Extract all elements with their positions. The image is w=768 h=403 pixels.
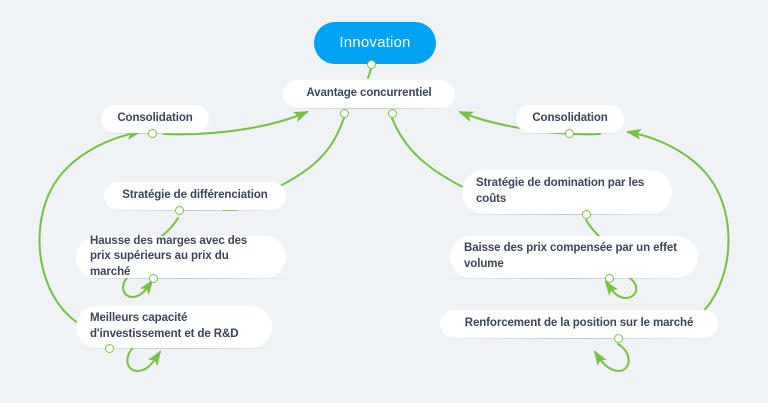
node-baisse-prix-label: Baisse des prix compensée par un effet v… — [464, 242, 677, 270]
edge-meilleurs-consolidation-left — [38, 128, 143, 335]
node-baisse-prix[interactable]: Baisse des prix compensée par un effet v… — [450, 236, 698, 278]
port-avantage-left[interactable] — [340, 109, 349, 118]
node-avantage-concurrentiel[interactable]: Avantage concurrentiel — [283, 80, 455, 108]
port-strategie-differenciation[interactable] — [175, 206, 184, 215]
port-renforcement-position[interactable] — [614, 334, 623, 343]
edge-renforcement-selfloop — [593, 342, 630, 373]
node-hausse-marges-shadow — [76, 278, 292, 279]
node-baisse-prix-shadow — [444, 278, 698, 279]
port-baisse-prix[interactable] — [605, 274, 614, 283]
node-meilleurs-capacite-label: Meilleurs capacité d'investissement et d… — [90, 312, 239, 340]
edge-renforcement-consolidation-right — [625, 128, 730, 335]
node-innovation[interactable]: Innovation — [314, 22, 436, 64]
port-consolidation-right[interactable] — [565, 129, 574, 138]
node-innovation-label: Innovation — [339, 33, 411, 51]
port-meilleurs-capacite[interactable] — [105, 344, 114, 353]
node-avantage-label: Avantage concurrentiel — [306, 87, 432, 100]
node-avantage-shadow — [283, 108, 455, 109]
node-hausse-marges-label: Hausse des marges avec des prix supérieu… — [90, 234, 248, 278]
node-meilleurs-capacite[interactable]: Meilleurs capacité d'investissement et d… — [76, 306, 272, 348]
node-renforcement-position[interactable]: Renforcement de la position sur le march… — [440, 310, 718, 338]
port-consolidation-left[interactable] — [148, 129, 157, 138]
node-renforcement-position-label: Renforcement de la position sur le march… — [464, 317, 694, 330]
port-strategie-domination[interactable] — [582, 210, 591, 219]
node-meilleurs-capacite-shadow — [76, 348, 278, 349]
port-avantage-right[interactable] — [388, 109, 397, 118]
node-strategie-domination-label: Stratégie de domination par les coûts — [476, 177, 645, 205]
node-strategie-domination[interactable]: Stratégie de domination par les coûts — [462, 170, 672, 214]
node-strategie-domination-shadow — [456, 214, 672, 215]
node-strategie-differenciation-shadow — [104, 210, 286, 211]
port-hausse-marges[interactable] — [149, 274, 158, 283]
node-strategie-differenciation[interactable]: Stratégie de différenciation — [104, 182, 286, 210]
node-hausse-marges[interactable]: Hausse des marges avec des prix supérieu… — [76, 234, 286, 278]
node-strategie-differenciation-label: Stratégie de différenciation — [122, 189, 268, 202]
port-innovation[interactable] — [367, 60, 376, 69]
node-renforcement-position-shadow — [434, 338, 718, 339]
node-consolidation-right-label: Consolidation — [532, 112, 608, 125]
node-consolidation-left-label: Consolidation — [117, 112, 193, 125]
